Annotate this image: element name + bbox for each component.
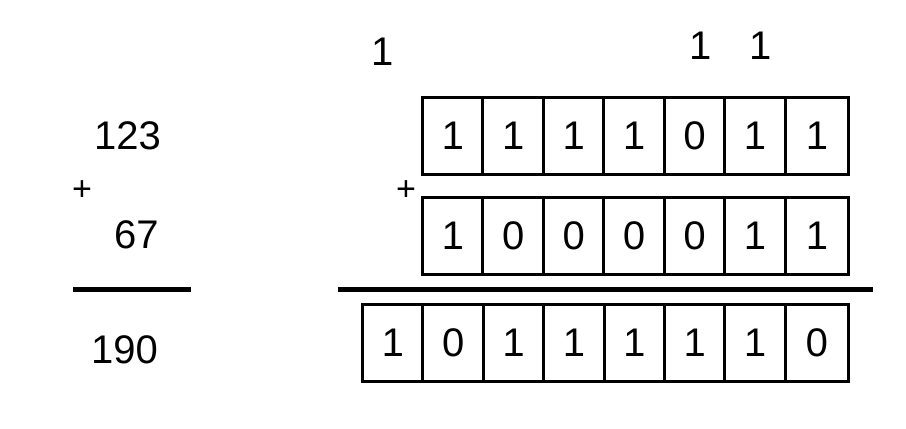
binary-sum-bit: 1 bbox=[364, 306, 425, 380]
binary-sum-rule bbox=[338, 287, 873, 292]
binary-addend-2-bit: 1 bbox=[424, 199, 485, 273]
binary-addend-2-bit: 0 bbox=[666, 199, 727, 273]
binary-addend-1-row: 1 1 1 1 0 1 1 bbox=[421, 96, 850, 176]
binary-addend-1-bit: 0 bbox=[666, 99, 727, 173]
binary-carry-6: 1 bbox=[689, 24, 712, 68]
binary-addend-1-bit: 1 bbox=[545, 99, 606, 173]
binary-addend-2-row: 1 0 0 0 0 1 1 bbox=[421, 196, 850, 276]
binary-addend-1-bit: 1 bbox=[605, 99, 666, 173]
binary-addend-2-bit: 0 bbox=[605, 199, 666, 273]
binary-sum-bit: 0 bbox=[805, 320, 828, 365]
decimal-sum: 190 bbox=[91, 328, 158, 372]
decimal-addend-1: 123 bbox=[94, 114, 161, 158]
binary-plus-sign: + bbox=[396, 170, 416, 208]
binary-sum-bit: 1 bbox=[485, 306, 546, 380]
decimal-sum-rule bbox=[73, 287, 191, 292]
binary-addend-2-bit: 1 bbox=[805, 213, 828, 258]
binary-sum-row: 1 0 1 1 1 1 1 0 bbox=[361, 303, 850, 383]
binary-addend-1-bit: 1 bbox=[726, 99, 787, 173]
binary-carry-1: 1 bbox=[371, 30, 394, 74]
decimal-addend-2: 67 bbox=[114, 213, 159, 257]
binary-sum-bit: 1 bbox=[545, 306, 606, 380]
binary-addend-2-bit: 0 bbox=[484, 199, 545, 273]
binary-sum-bit: 1 bbox=[726, 306, 787, 380]
binary-addend-2-bit: 0 bbox=[545, 199, 606, 273]
binary-addend-1-bit: 1 bbox=[484, 99, 545, 173]
decimal-plus-sign: + bbox=[72, 170, 92, 208]
binary-addend-1-bit: 1 bbox=[805, 113, 828, 158]
binary-sum-bit: 1 bbox=[606, 306, 666, 380]
binary-carry-7: 1 bbox=[749, 24, 772, 68]
binary-sum-bit: 0 bbox=[424, 306, 485, 380]
binary-sum-bit: 1 bbox=[666, 306, 727, 380]
binary-addend-2-bit: 1 bbox=[726, 199, 787, 273]
binary-addend-1-bit: 1 bbox=[424, 99, 485, 173]
